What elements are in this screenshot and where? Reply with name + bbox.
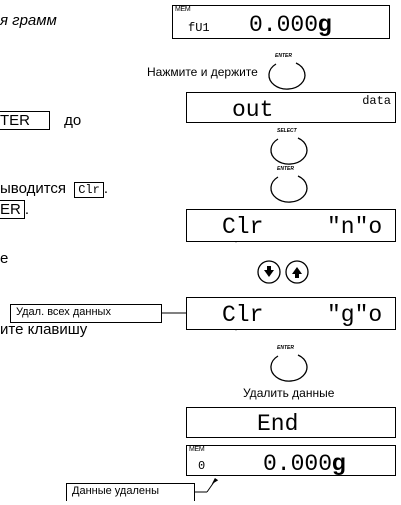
out-text: out xyxy=(232,97,274,123)
press-arc-icon xyxy=(268,62,306,90)
mode-label: fU1 xyxy=(188,21,210,35)
left-text-line6: ите клавишу xyxy=(0,321,88,338)
enter-button-2[interactable]: ENTER xyxy=(266,166,310,203)
enter-key-ref-2: ER xyxy=(0,200,25,219)
clr-text: Clr xyxy=(222,302,264,328)
go-text: "g"o xyxy=(327,302,383,328)
callout-delete-all: Удал. всех данных xyxy=(10,304,162,323)
clr-key-ref: Clr xyxy=(74,182,104,198)
no-text: "n"o xyxy=(327,214,383,240)
weight-value: 0.000g xyxy=(249,10,333,38)
left-text-line3: ыводится Clr. xyxy=(0,180,109,198)
lcd-display-1: MEM fU1 0.000g xyxy=(172,5,390,39)
arrow-down-icon xyxy=(257,260,281,284)
press-arc-icon xyxy=(270,175,308,203)
instruction-hold: Нажмите и держите xyxy=(147,65,258,79)
mode-label: 0 xyxy=(198,459,206,473)
up-arrow-button[interactable] xyxy=(285,260,309,284)
press-arc-icon xyxy=(270,354,308,382)
arrow-up-icon xyxy=(285,260,309,284)
weight-value: 0.000g xyxy=(263,449,347,477)
press-arc-icon xyxy=(270,137,308,165)
instruction-delete: Удалить данные xyxy=(243,386,335,400)
enter-button-3[interactable]: ENTER xyxy=(266,345,310,382)
left-text-line2: TER до xyxy=(0,111,82,130)
lcd-dot: · xyxy=(235,328,237,334)
mem-indicator: MEM xyxy=(189,446,205,453)
enter-button-1[interactable]: ENTER xyxy=(264,53,308,90)
select-button[interactable]: SELECT xyxy=(266,128,310,165)
end-text: End xyxy=(257,411,299,437)
lcd-display-5: End xyxy=(186,407,396,438)
lcd-display-3: Clr "n"o · xyxy=(186,209,396,246)
down-arrow-button[interactable] xyxy=(257,260,281,284)
callout-data-deleted: Данные удалены xyxy=(66,483,195,501)
left-text-line5: е xyxy=(0,250,9,267)
enter-key-ref: TER xyxy=(0,111,50,130)
mem-indicator: MEM xyxy=(175,6,191,13)
data-label: data xyxy=(362,94,391,108)
lcd-dot: · xyxy=(235,240,237,246)
left-text-line4: ER. xyxy=(0,200,30,219)
lcd-display-6: MEM 0 0.000g xyxy=(186,445,396,476)
clr-text: Clr xyxy=(222,214,264,240)
lcd-display-4: Clr "g"o · xyxy=(186,297,396,334)
left-text-line1: я грамм xyxy=(0,12,57,29)
lcd-display-2: out data xyxy=(186,92,396,123)
